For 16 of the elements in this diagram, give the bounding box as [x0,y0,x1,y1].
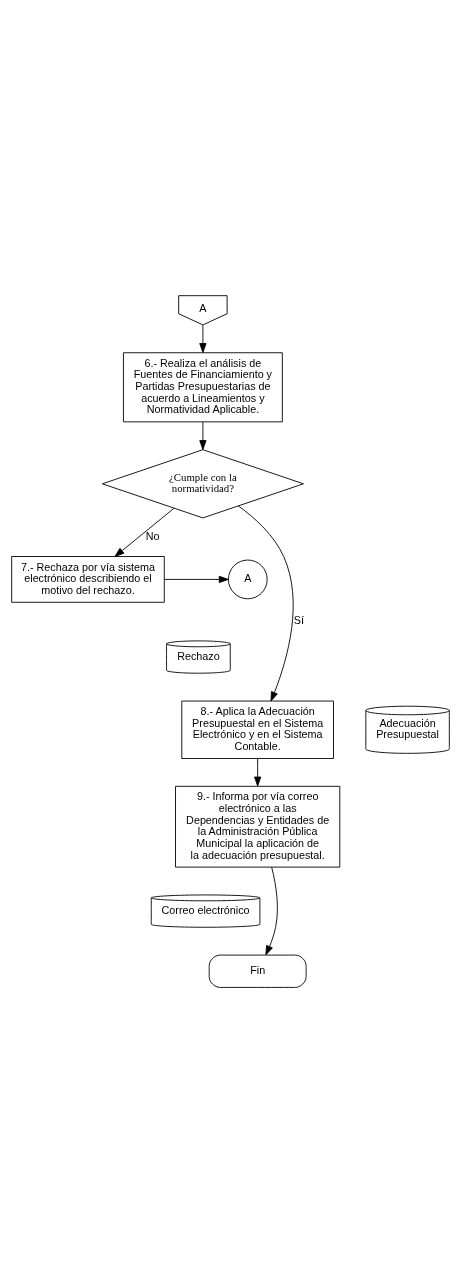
edge-label: No [145,529,160,542]
arrow [237,505,294,701]
node-box: 6.- Realiza el análisis de Fuentes de Financiamiento y Partidas Presupuestarias de acuerdo a Lineamientos y Normatividad Aplicable. [123,351,283,422]
arrow [164,575,229,583]
arrow [199,421,207,450]
node-diamond: ¿Cumple con la normatividad? [101,448,304,518]
node-box: 9.- Informa por vía correo electrónico a las Dependencias y Entidades de la Administración Pública Municipal la aplicación de la adecuación presupuestal. [175,785,341,868]
arrow [199,324,207,353]
node-box: 7.- Rechaza por vía sistema electrónico describiendo el motivo del rechazo. [11,555,165,603]
node-box: 8.- Aplica la Adecuación Presupuestal en el Sistema Electrónico y en el Sistema Contable. [181,700,334,759]
arrow [265,866,278,955]
node-circle: A [227,559,268,599]
arrow [254,757,262,786]
arrow [114,507,175,557]
node-box: Fin [208,954,307,988]
edge-label: Sí [293,613,305,626]
